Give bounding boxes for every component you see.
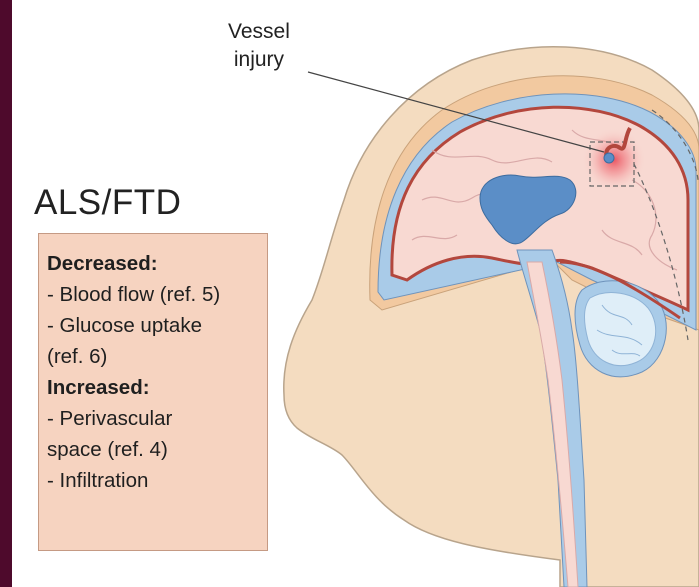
figure-frame: Vessel injury ALS/FTD Decreased: - Blood… — [12, 0, 699, 587]
decreased-item: - Blood flow (ref. 5) — [47, 279, 261, 310]
decreased-item: (ref. 6) — [47, 341, 261, 372]
increased-heading: Increased: — [47, 372, 261, 403]
vessel-label-line1: Vessel — [228, 18, 290, 46]
decreased-heading: Decreased: — [47, 248, 261, 279]
decreased-item: - Glucose uptake — [47, 310, 261, 341]
cerebellum — [575, 281, 666, 377]
increased-item: - Perivascular — [47, 403, 261, 434]
increased-item: space (ref. 4) — [47, 434, 261, 465]
increased-item: - Infiltration — [47, 465, 261, 496]
vessel-label-line2: injury — [228, 46, 290, 74]
figure-title: ALS/FTD — [34, 183, 181, 223]
findings-box: Decreased: - Blood flow (ref. 5) - Gluco… — [38, 233, 268, 551]
vessel-injury-label: Vessel injury — [228, 18, 290, 74]
